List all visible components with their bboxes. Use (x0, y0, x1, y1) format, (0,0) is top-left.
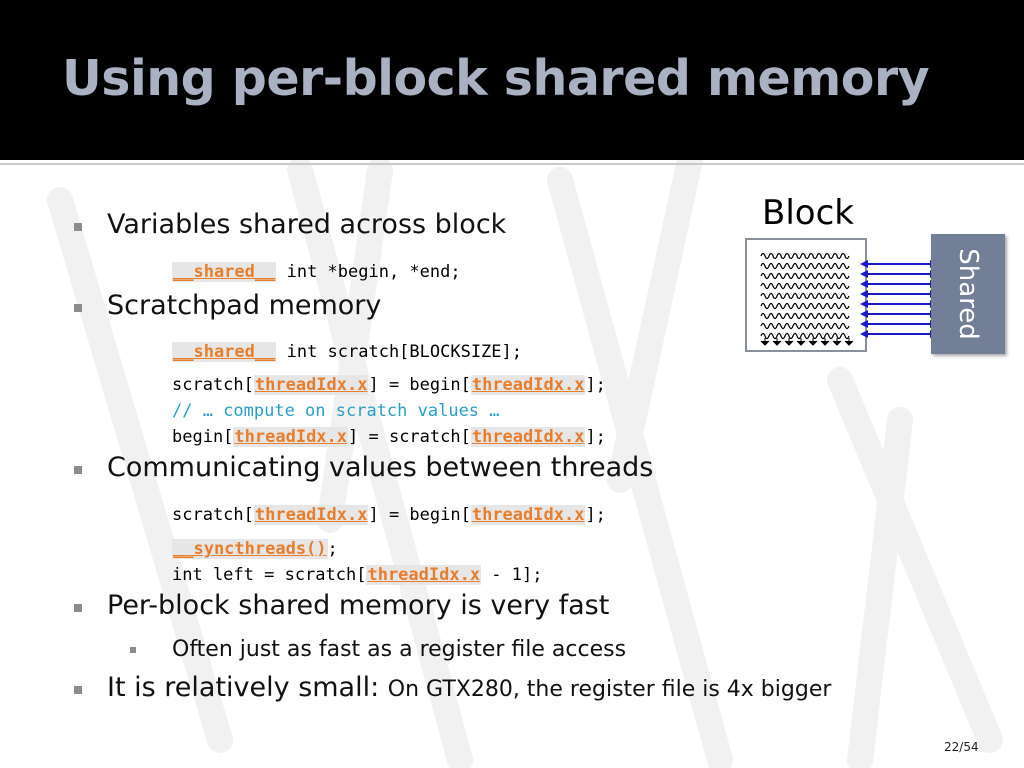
code-text: - 1]; (481, 565, 543, 585)
sub-bullet-register-file: Often just as fast as a register file ac… (172, 637, 627, 662)
arrow-head-left (860, 310, 868, 318)
keyword-syncthreads: __syncthreads() (172, 539, 328, 559)
title-bar: Using per-block shared memory (0, 0, 1024, 160)
keyword-threadidx: threadIdx.x (253, 505, 369, 525)
title-divider (0, 163, 1024, 165)
bullet-very-fast: Per-block shared memory is very fast (107, 590, 610, 621)
bullet-communicating: Communicating values between threads (107, 452, 654, 483)
code-text: ] = begin[ (368, 505, 471, 525)
keyword-threadidx: threadIdx.x (366, 565, 482, 585)
thread-squiggles-icon (760, 252, 854, 346)
bullet-marker (74, 466, 82, 474)
shared-memory-box: Shared (931, 234, 1005, 354)
bullet-marker (74, 604, 82, 612)
code-line-syncthreads: __syncthreads(); (172, 539, 338, 559)
bullet-small-detail: On GTX280, the register file is 4x bigge… (387, 677, 832, 702)
arrow-head-left (860, 320, 868, 328)
code-text: int left = scratch[ (172, 565, 367, 585)
bullet-marker (74, 686, 82, 694)
code-line-shared-begin-end: __shared__ int *begin, *end; (172, 262, 461, 282)
code-text: scratch[ (172, 375, 254, 395)
arrow-head-left (860, 270, 868, 278)
code-line-int-left: int left = scratch[threadIdx.x - 1]; (172, 565, 542, 585)
code-comment: // … compute on scratch values … (172, 401, 500, 421)
code-text: ]; (585, 427, 606, 447)
arrow-head-left (860, 280, 868, 288)
code-text: ]; (585, 375, 606, 395)
bullet-scratchpad: Scratchpad memory (107, 290, 382, 321)
code-text: ] = scratch[ (348, 427, 471, 447)
arrow-head-left (860, 300, 868, 308)
shared-label: Shared (953, 248, 983, 340)
arrow-head-left (860, 330, 868, 338)
keyword-threadidx: threadIdx.x (233, 427, 349, 447)
block-box (745, 238, 867, 352)
keyword-threadidx: threadIdx.x (470, 427, 586, 447)
keyword-shared: __shared__ (172, 342, 277, 362)
code-text: int *begin, *end; (276, 262, 461, 282)
code-text: ; (327, 539, 338, 559)
bullet-marker (74, 223, 82, 231)
code-line-shared-scratch: __shared__ int scratch[BLOCKSIZE]; (172, 342, 522, 362)
sub-bullet-marker (130, 647, 136, 653)
bidirectional-arrows-icon (860, 260, 938, 338)
arrow-head-left (860, 290, 868, 298)
code-text: begin[ (172, 427, 234, 447)
code-text: ]; (585, 505, 606, 525)
block-label: Block (762, 193, 854, 233)
code-line-scratch-assign-2: scratch[threadIdx.x] = begin[threadIdx.x… (172, 505, 606, 525)
bullet-marker (74, 304, 82, 312)
code-text: int scratch[BLOCKSIZE]; (276, 342, 522, 362)
arrow-head-left (860, 260, 868, 268)
code-text: ] = begin[ (368, 375, 471, 395)
page-number: 22/54 (944, 740, 979, 754)
code-line-begin-assign: begin[threadIdx.x] = scratch[threadIdx.x… (172, 427, 606, 447)
keyword-threadidx: threadIdx.x (253, 375, 369, 395)
bullet-variables-shared: Variables shared across block (107, 209, 507, 240)
keyword-threadidx: threadIdx.x (470, 375, 586, 395)
code-text: scratch[ (172, 505, 254, 525)
keyword-threadidx: threadIdx.x (470, 505, 586, 525)
keyword-shared: __shared__ (172, 262, 277, 282)
slide-title: Using per-block shared memory (62, 50, 930, 107)
bullet-small-lead: It is relatively small: (107, 672, 380, 703)
code-line-scratch-assign: scratch[threadIdx.x] = begin[threadIdx.x… (172, 375, 606, 395)
bullet-relatively-small: It is relatively small: On GTX280, the r… (107, 672, 831, 703)
